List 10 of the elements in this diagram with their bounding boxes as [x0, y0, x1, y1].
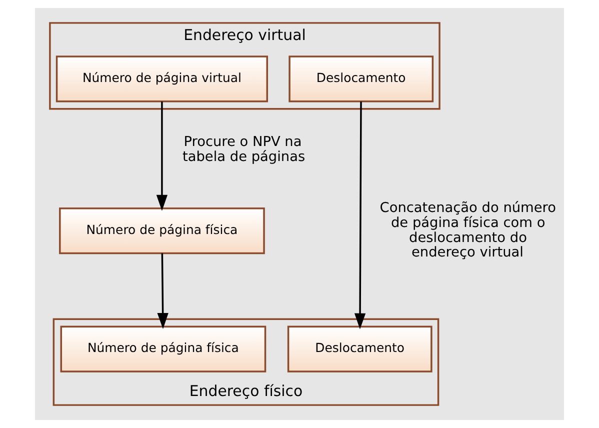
node-box: Número de página física [60, 326, 266, 372]
edge-label: Concatenação do número de página física com o deslocamento do endereço virtual [380, 200, 556, 261]
arrow [156, 102, 168, 211]
node-box: Número de página virtual [56, 56, 268, 102]
node-box: Número de página física [59, 208, 265, 254]
edge-label: Procure o NPV na tabela de páginas [182, 134, 306, 165]
arrow [354, 102, 366, 330]
node-box: Deslocamento [287, 326, 432, 372]
arrow [157, 253, 168, 329]
node-box: Deslocamento [288, 56, 434, 102]
